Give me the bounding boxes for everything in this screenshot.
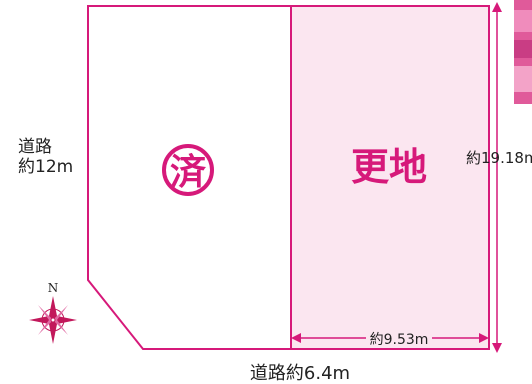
vacant-lot <box>290 5 490 350</box>
photo-thumbnail <box>514 0 532 104</box>
depth-dimension-label: 約19.18m <box>466 149 532 167</box>
compass-north-label: N <box>48 281 59 295</box>
compass-rose-icon: N <box>29 281 77 344</box>
left-road-label-line2: 約12m <box>18 157 73 177</box>
width-dimension-arrow <box>291 333 489 343</box>
bottom-road-label: 道路約6.4m <box>250 363 350 384</box>
sold-badge: 済 <box>162 144 214 196</box>
vacant-lot-label: 更地 <box>351 145 427 189</box>
sold-badge-label: 済 <box>170 152 206 193</box>
width-dimension-label: 約9.53m <box>370 332 429 348</box>
depth-dimension-arrow <box>492 2 502 353</box>
left-road-label-line1: 道路 <box>18 137 52 157</box>
